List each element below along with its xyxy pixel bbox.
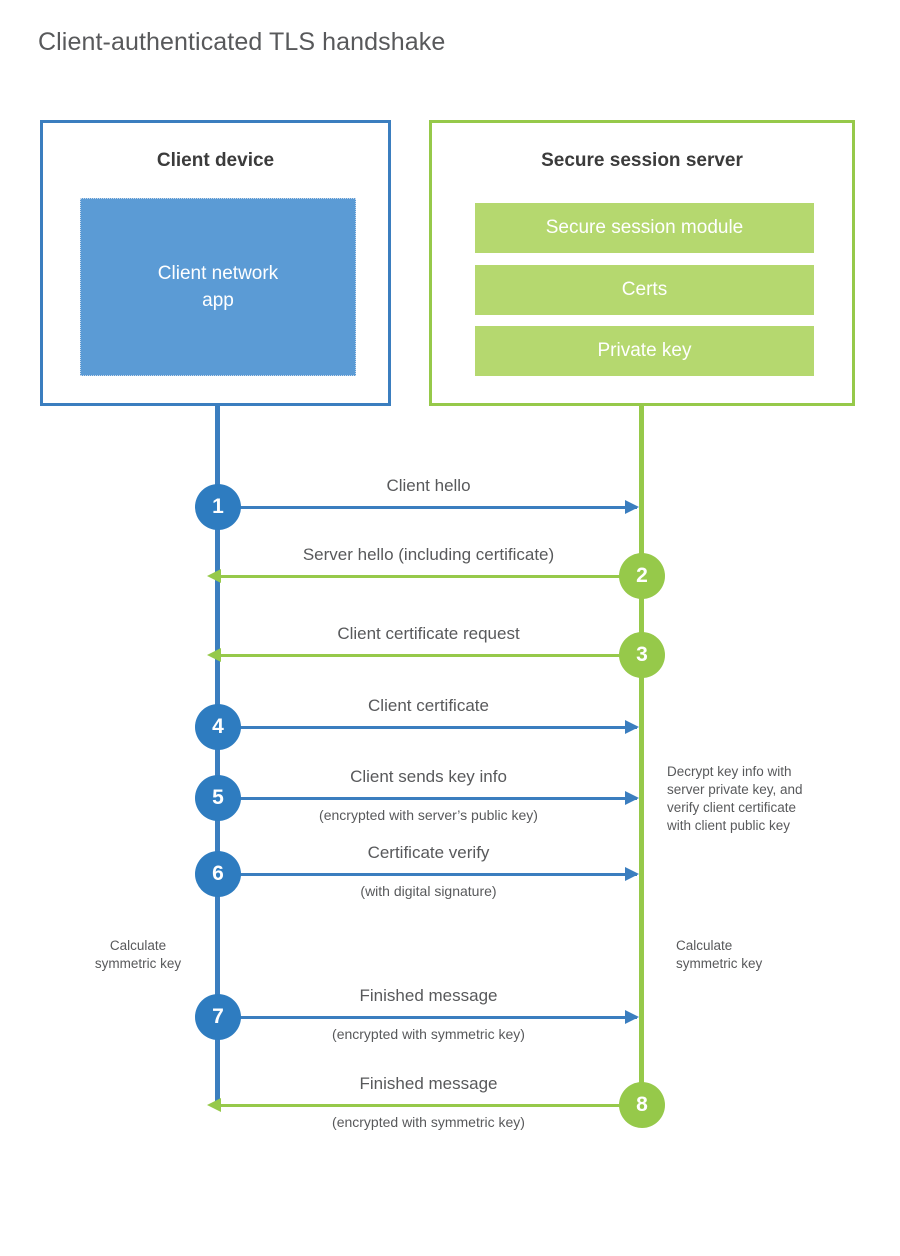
client-lifeline [215, 403, 220, 1107]
note-client-calculate-symmetric-key: Calculate symmetric key [68, 937, 208, 973]
client-app-label-line2: app [202, 290, 234, 311]
arrow-head-icon-6 [625, 867, 639, 881]
step-circle-4[interactable]: 4 [195, 704, 241, 750]
client-app-label-line1: Client network [157, 263, 279, 284]
message-label-7: Finished message [359, 986, 498, 1005]
secure-session-server-title: Secure session server [541, 150, 743, 171]
client-network-app-label: Client network app [158, 260, 278, 314]
message-sublabel-7: (encrypted with symmetric key) [332, 1026, 525, 1042]
step-circle-8[interactable]: 8 [619, 1082, 665, 1128]
arrow-line-6 [218, 873, 637, 876]
note-server-decrypt: Decrypt key info with server private key… [667, 763, 847, 835]
message-label-2: Server hello (including certificate) [302, 545, 555, 564]
arrow-line-8 [221, 1104, 640, 1107]
client-network-app-block: Client network app [80, 198, 356, 376]
client-device-title: Client device [156, 150, 275, 171]
arrow-head-icon-5 [625, 791, 639, 805]
arrow-line-3 [221, 654, 640, 657]
message-label-8: Finished message [359, 1074, 498, 1093]
arrow-head-icon-8 [207, 1098, 221, 1112]
message-sublabel-8: (encrypted with symmetric key) [332, 1114, 525, 1130]
note-server-decrypt-line3: verify client certificate [667, 800, 797, 815]
message-sublabel-6: (with digital signature) [360, 883, 497, 899]
step-circle-5[interactable]: 5 [195, 775, 241, 821]
step-circle-2[interactable]: 2 [619, 553, 665, 599]
server-bar-private-key: Private key [475, 326, 814, 376]
arrow-head-icon-2 [207, 569, 221, 583]
message-label-3: Client certificate request [337, 624, 520, 643]
page-title: Client-authenticated TLS handshake [38, 28, 446, 56]
message-label-6: Certificate verify [367, 843, 490, 862]
note-client-symkey-line1: Calculate [109, 938, 167, 953]
note-server-decrypt-line4: with client public key [667, 818, 791, 833]
message-sublabel-5: (encrypted with server’s public key) [319, 807, 538, 823]
step-circle-3[interactable]: 3 [619, 632, 665, 678]
arrow-head-icon-3 [207, 648, 221, 662]
note-server-decrypt-line2: server private key, and [667, 782, 803, 797]
step-circle-6[interactable]: 6 [195, 851, 241, 897]
arrow-line-4 [218, 726, 637, 729]
message-label-1: Client hello [386, 476, 471, 495]
step-circle-1[interactable]: 1 [195, 484, 241, 530]
note-server-calculate-symmetric-key: Calculate symmetric key [676, 937, 816, 973]
note-server-symkey-line2: symmetric key [676, 956, 763, 971]
arrow-head-icon-7 [625, 1010, 639, 1024]
arrow-line-5 [218, 797, 637, 800]
arrow-head-icon-1 [625, 500, 639, 514]
client-device-box: Client device Client network app [40, 120, 391, 406]
step-circle-7[interactable]: 7 [195, 994, 241, 1040]
note-server-symkey-line1: Calculate [676, 938, 733, 953]
note-server-decrypt-line1: Decrypt key info with [667, 764, 792, 779]
secure-session-server-box: Secure session server Secure session mod… [429, 120, 855, 406]
arrow-line-1 [218, 506, 637, 509]
server-bar-certs: Certs [475, 265, 814, 315]
server-lifeline [639, 403, 644, 1107]
message-label-5: Client sends key info [350, 767, 507, 786]
arrow-head-icon-4 [625, 720, 639, 734]
arrow-line-7 [218, 1016, 637, 1019]
server-bar-secure-session-module: Secure session module [475, 203, 814, 253]
note-client-symkey-line2: symmetric key [94, 956, 182, 971]
message-label-4: Client certificate [368, 696, 489, 715]
arrow-line-2 [221, 575, 640, 578]
